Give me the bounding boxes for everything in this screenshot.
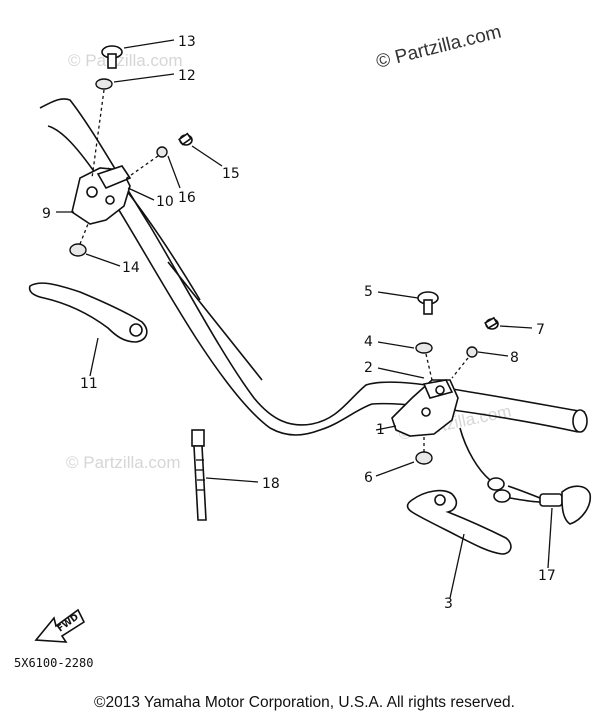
washer-4	[415, 342, 433, 354]
nut-12	[95, 78, 113, 90]
label-8: 8	[510, 350, 519, 366]
diagram-code: 5X6100-2280	[14, 656, 93, 670]
label-3: 3	[444, 596, 453, 612]
cable-tie	[191, 429, 207, 521]
label-13: 13	[178, 34, 196, 50]
label-6: 6	[364, 470, 373, 486]
bolt-5	[417, 291, 439, 315]
handlebar-end	[572, 409, 588, 433]
label-15: 15	[222, 166, 240, 182]
label-18: 18	[262, 476, 280, 492]
label-1: 1	[376, 422, 385, 438]
right-lever-holder	[391, 379, 459, 437]
label-16: 16	[178, 190, 196, 206]
bolt-13	[101, 45, 123, 69]
washer-16	[156, 146, 168, 158]
label-5: 5	[364, 284, 373, 300]
watermark-faint: © Partzilla.com	[66, 453, 181, 472]
nut-8	[466, 346, 478, 358]
watermark-main: © Partzilla.com	[374, 22, 503, 73]
label-9: 9	[42, 206, 51, 222]
label-11: 11	[80, 376, 98, 392]
nut-6	[415, 451, 433, 465]
nut-14	[69, 243, 87, 257]
left-lever	[28, 282, 148, 343]
right-lever	[406, 489, 512, 555]
copyright-notice: ©2013 Yamaha Motor Corporation, U.S.A. A…	[94, 694, 515, 711]
bolt-15	[178, 132, 193, 146]
switch-cable	[459, 427, 592, 525]
label-12: 12	[178, 68, 196, 84]
label-17: 17	[538, 568, 556, 584]
label-2: 2	[364, 360, 373, 376]
left-clamp-bracket	[71, 165, 132, 225]
watermark-faint: © Partzilla.com	[68, 51, 183, 70]
bolt-7	[484, 316, 499, 330]
fwd-arrow-icon: FWD	[34, 608, 86, 643]
label-14: 14	[122, 260, 140, 276]
label-10: 10	[156, 194, 174, 210]
label-4: 4	[364, 334, 373, 350]
label-7: 7	[536, 322, 545, 338]
